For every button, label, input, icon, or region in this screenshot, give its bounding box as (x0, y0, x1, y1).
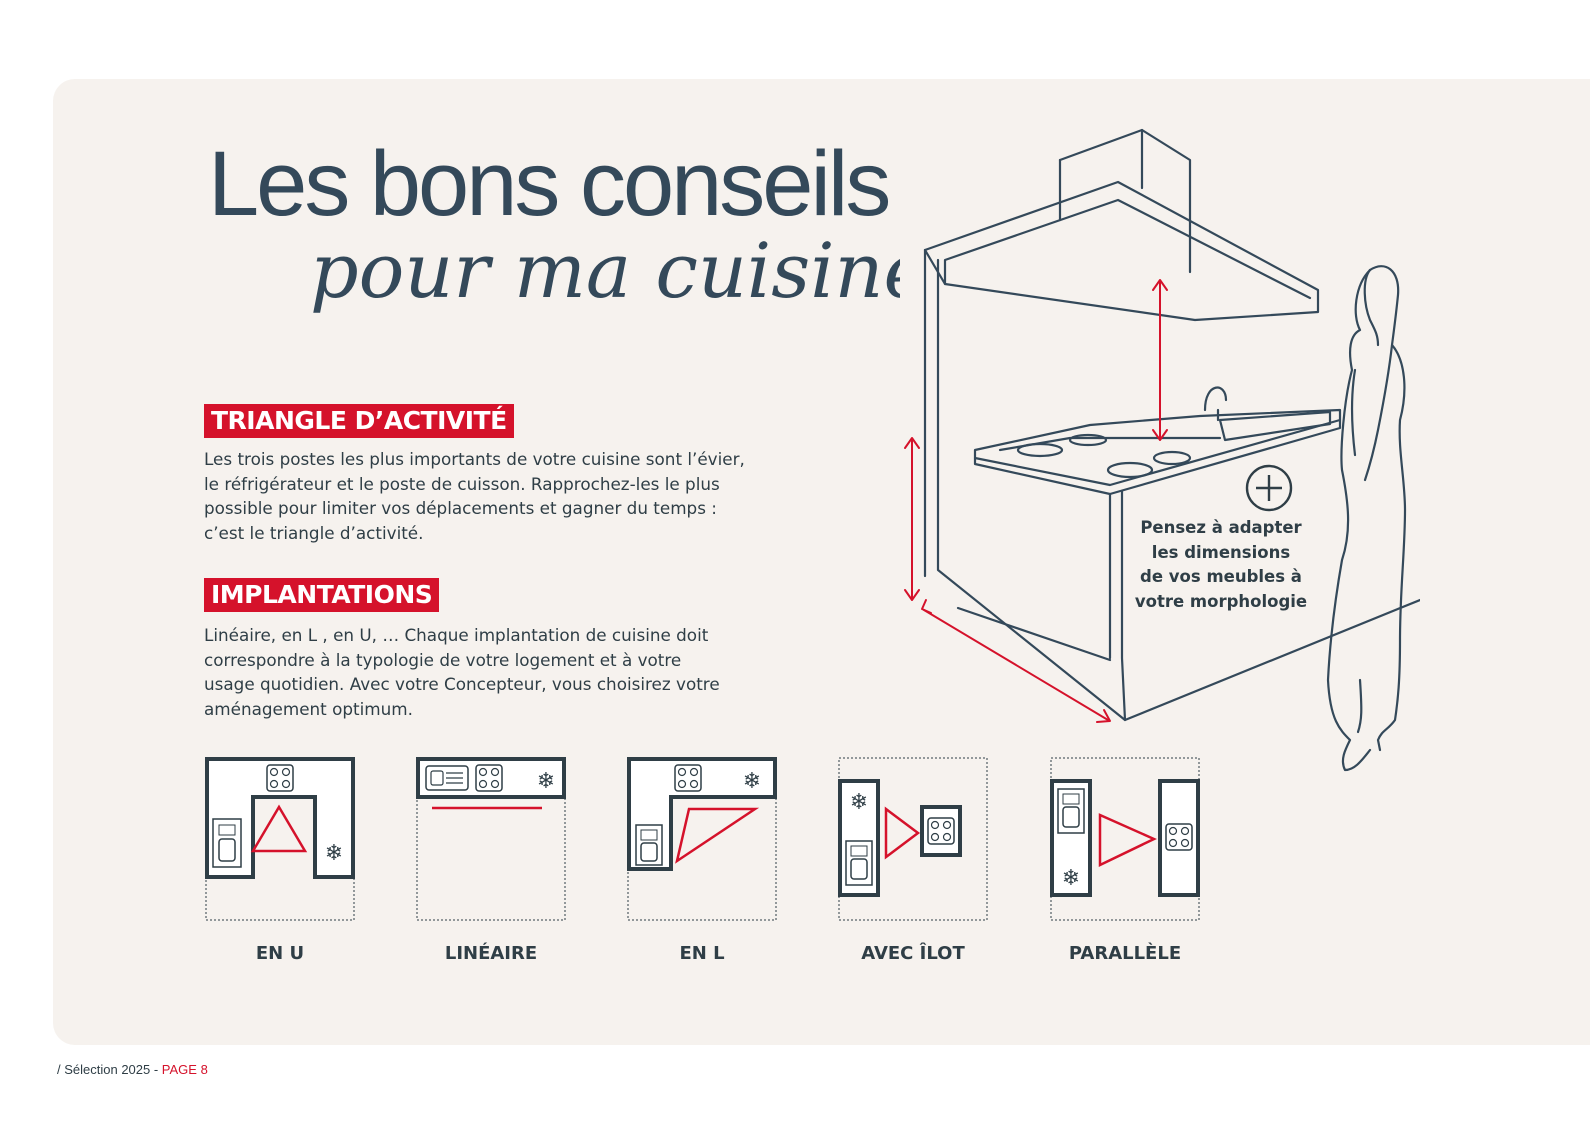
svg-text:❄: ❄ (325, 841, 343, 866)
u-shape-kitchen-icon: ❄ (205, 757, 355, 921)
tip-line: votre morphologie (1134, 591, 1308, 611)
section-heading-triangle: TRIANGLE D’ACTIVITÉ (204, 404, 514, 438)
content-panel (53, 79, 1590, 1045)
tip-line: de vos meubles à (1140, 567, 1302, 586)
svg-text:❄: ❄ (743, 769, 761, 794)
layout-label: EN L (679, 943, 725, 964)
svg-text:❄: ❄ (537, 769, 555, 794)
layout-card-avec-ilot: ❄ AVEC ÎLOT (838, 757, 988, 964)
layout-label: AVEC ÎLOT (861, 943, 965, 964)
svg-text:❄: ❄ (850, 790, 868, 815)
page-footer: / Sélection 2025 - PAGE 8 (57, 1062, 208, 1077)
layout-label: EN U (255, 943, 305, 964)
island-kitchen-icon: ❄ (838, 757, 988, 921)
tip-box (1126, 505, 1316, 627)
tip-line: Pensez à adapter (1140, 518, 1302, 537)
text-line: usage quotidien. Avec votre Concepteur, … (204, 674, 720, 694)
tip-text: Pensez à adapter les dimensions de vos m… (1126, 516, 1316, 614)
page-subtitle-text: pour ma cuisine (310, 226, 900, 315)
layout-card-lineaire: ❄ LINÉAIRE (416, 757, 566, 964)
text-line: le réfrigérateur et le poste de cuisson.… (204, 473, 720, 494)
parallel-kitchen-icon: ❄ (1050, 757, 1200, 921)
text-line: Linéaire, en L , en U, … Chaque implanta… (204, 625, 709, 645)
layout-label: PARALLÈLE (1068, 943, 1182, 964)
plus-circle-icon (1245, 464, 1293, 512)
text-line: c’est le triangle d’activité. (204, 522, 424, 543)
text-line: aménagement optimum. (204, 698, 413, 719)
kitchen-ergonomics-illustration (904, 128, 1420, 772)
section-heading-implantations: IMPLANTATIONS (204, 578, 440, 612)
text-line: Les trois postes les plus importants de … (204, 449, 745, 469)
linear-kitchen-icon: ❄ (416, 757, 566, 921)
footer-catalog: / Sélection 2025 - (57, 1062, 162, 1077)
layout-card-en-u: ❄ EN U (205, 757, 355, 964)
layout-card-parallele: ❄ PARALLÈLE (1050, 757, 1200, 964)
layout-label: LINÉAIRE (444, 943, 538, 964)
footer-page-number: PAGE 8 (161, 1062, 208, 1077)
svg-text:❄: ❄ (1062, 866, 1080, 891)
text-line: correspondre à la typologie de votre log… (204, 649, 682, 670)
page-subtitle-script: pour ma cuisine (310, 226, 900, 315)
page-title: Les bons conseils (208, 133, 891, 235)
layout-card-en-l: ❄ EN L (627, 757, 777, 964)
section-text-triangle: Les trois postes les plus importants de … (204, 447, 745, 545)
tip-line: les dimensions (1151, 542, 1291, 562)
text-line: possible pour limiter vos déplacements e… (204, 498, 717, 518)
l-shape-kitchen-icon: ❄ (627, 757, 777, 921)
section-text-implantations: Linéaire, en L , en U, … Chaque implanta… (204, 623, 720, 721)
